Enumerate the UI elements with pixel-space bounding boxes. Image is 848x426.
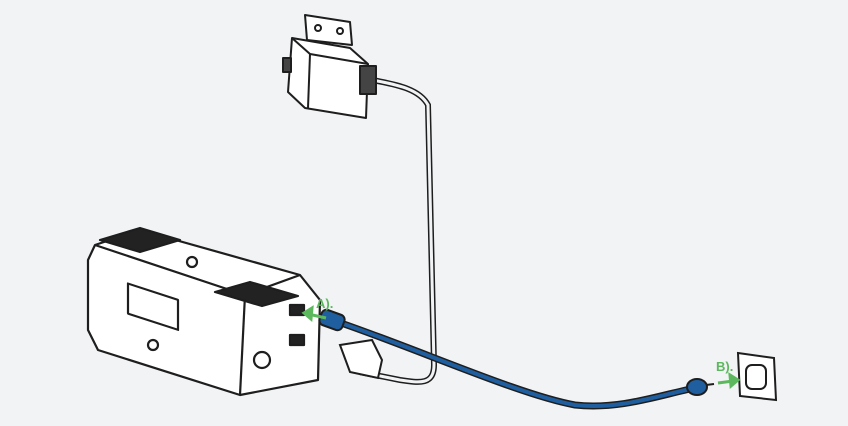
blue-cable	[336, 318, 696, 410]
arrow-a-icon	[301, 305, 327, 323]
battery-plug	[318, 308, 346, 332]
inverter-connector	[338, 338, 384, 380]
wall-socket	[736, 351, 778, 402]
battery-unit	[86, 226, 322, 397]
micro-inverter	[282, 14, 377, 119]
wall-plug	[686, 378, 708, 396]
label-a: A).	[316, 296, 334, 311]
arrow-b-icon	[717, 372, 741, 390]
label-b: B).	[716, 359, 734, 374]
